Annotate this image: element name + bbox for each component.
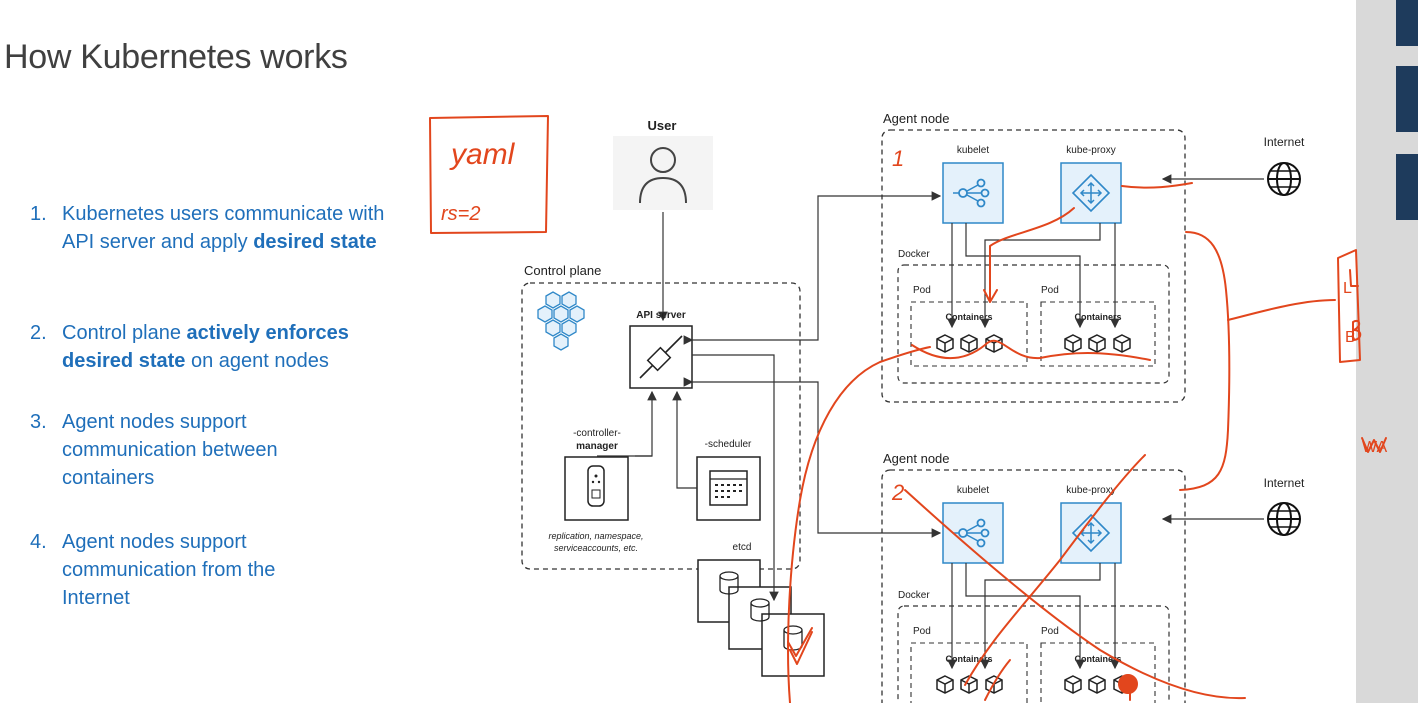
kube-proxy-icon bbox=[1060, 162, 1122, 224]
agent-node-label: Agent node bbox=[883, 111, 950, 126]
bullet-text-bold: desired state bbox=[253, 231, 377, 253]
bullet-text: Control plane actively enforces desired … bbox=[62, 319, 412, 375]
bullet-text-part: Control plane bbox=[62, 322, 187, 344]
containers-label: Containers bbox=[1074, 312, 1121, 322]
control-plane-label: Control plane bbox=[524, 263, 601, 278]
pod-label: Pod bbox=[913, 626, 931, 637]
bullet-text: Agent nodes support communication from t… bbox=[62, 531, 276, 609]
bullet-number: 4. bbox=[30, 531, 47, 553]
wan-annotation: WA bbox=[1362, 439, 1388, 456]
bullet-text: Agent nodes support communication betwee… bbox=[62, 411, 278, 489]
container-icon bbox=[936, 334, 1003, 353]
agent-node-box bbox=[881, 129, 1186, 403]
docker-box bbox=[897, 605, 1170, 703]
containers-label: Containers bbox=[1074, 654, 1121, 664]
user-icon bbox=[613, 136, 713, 210]
yaml-box bbox=[429, 115, 549, 234]
container-icon bbox=[1064, 334, 1131, 353]
kube-proxy-label: kube-proxy bbox=[1066, 485, 1115, 496]
globe-icon bbox=[1267, 502, 1301, 536]
containers-label: Containers bbox=[945, 654, 992, 664]
bullet-text: Kubernetes users communicate with API se… bbox=[62, 200, 412, 256]
agent-node-label: Agent node bbox=[883, 451, 950, 466]
pod-box bbox=[1040, 301, 1156, 367]
pod-label: Pod bbox=[1041, 626, 1059, 637]
etcd-icon bbox=[697, 559, 825, 677]
docker-box bbox=[897, 264, 1170, 384]
etcd-label: etcd bbox=[733, 542, 752, 553]
handwritten-annotations bbox=[429, 115, 1387, 703]
bullet-number: 2. bbox=[30, 322, 47, 344]
containers-label: Containers bbox=[945, 312, 992, 322]
bullet-text-bold: actively enforces desired state bbox=[62, 322, 349, 372]
controller-manager-label: -controller- bbox=[573, 428, 621, 439]
kubelet-icon bbox=[942, 162, 1004, 224]
kubelet-label: kubelet bbox=[957, 485, 989, 496]
bullet-number: 1. bbox=[30, 203, 47, 225]
lb-annotation: L bbox=[1343, 280, 1352, 297]
docker-label: Docker bbox=[898, 249, 930, 260]
api-server-label: API server bbox=[636, 310, 686, 321]
kubelet-label: kubelet bbox=[957, 145, 989, 156]
scheduler-icon bbox=[696, 456, 761, 521]
controller-note: replication, namespace, bbox=[548, 531, 643, 541]
kubernetes-logo-icon bbox=[537, 291, 585, 351]
docker-label: Docker bbox=[898, 590, 930, 601]
bullet-text-part: on agent nodes bbox=[185, 350, 329, 372]
kube-proxy-label: kube-proxy bbox=[1066, 145, 1115, 156]
bullet-text-part: Kubernetes users communicate with API se… bbox=[62, 203, 385, 253]
user-label: User bbox=[648, 118, 677, 133]
kube-proxy-icon bbox=[1060, 502, 1122, 564]
scheduler-label: -scheduler bbox=[705, 439, 752, 450]
pod-box bbox=[1040, 642, 1156, 703]
side-panel-button[interactable] bbox=[1396, 154, 1418, 220]
node-number-annotation: 1 bbox=[892, 146, 904, 171]
controller-manager-icon bbox=[564, 456, 629, 521]
yaml-annotation: yaml bbox=[449, 138, 516, 171]
node-number-annotation: 2 bbox=[891, 480, 904, 505]
side-panel-button[interactable] bbox=[1396, 66, 1418, 132]
globe-icon bbox=[1267, 162, 1301, 196]
replica-annotation: rs=2 bbox=[441, 203, 480, 225]
pod-box bbox=[910, 642, 1028, 703]
agent-node-box bbox=[881, 469, 1186, 703]
lb-annotation: B bbox=[1345, 329, 1356, 346]
pod-label: Pod bbox=[1041, 285, 1059, 296]
internet-label: Internet bbox=[1264, 135, 1305, 149]
side-panel-button[interactable] bbox=[1396, 0, 1418, 46]
bullet-number: 3. bbox=[30, 411, 47, 433]
controller-manager-label: manager bbox=[576, 441, 618, 452]
internet-label: Internet bbox=[1264, 476, 1305, 490]
pod-label: Pod bbox=[913, 285, 931, 296]
slide-title: How Kubernetes works bbox=[4, 38, 348, 76]
api-server-icon bbox=[629, 325, 693, 389]
side-panel bbox=[1356, 0, 1418, 703]
controller-note: serviceaccounts, etc. bbox=[554, 543, 638, 553]
pod-box bbox=[910, 301, 1028, 367]
